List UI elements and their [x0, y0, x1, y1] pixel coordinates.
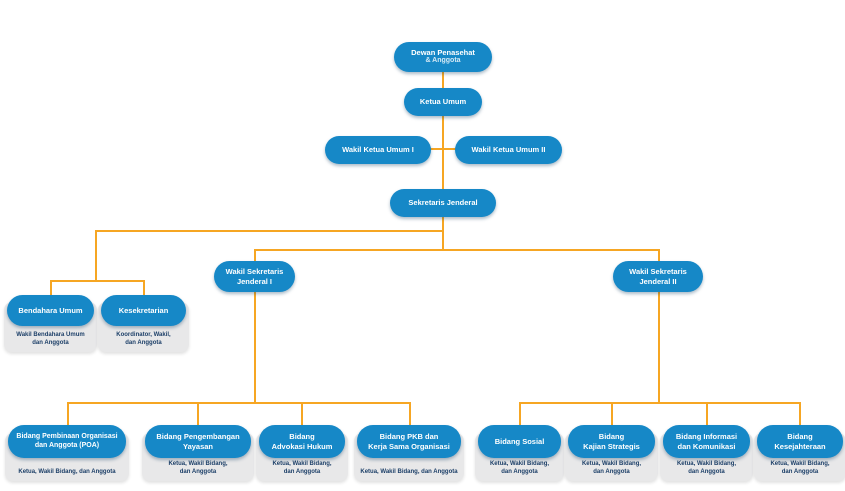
connector-stub-bidang-8 [799, 402, 801, 428]
node-title: Wakil Sekretaris Jenderal II [629, 267, 687, 286]
node-note: Wakil Bendahara Umum dan Anggota [16, 331, 85, 346]
node-note: Ketua, Wakil Bidang, dan Anggota [581, 460, 642, 475]
org-node-bidang-pengembangan-yayasan: Bidang Pengembangan Yayasan [145, 425, 251, 458]
org-node-wakil-sekjen-2: Wakil Sekretaris Jenderal II [613, 261, 703, 292]
node-title: Bidang Pengembangan Yayasan [156, 432, 240, 451]
node-title: Wakil Sekretaris Jenderal I [225, 267, 284, 286]
node-title: Bidang Kesejahteraan [774, 432, 826, 451]
connector-stub-bidang-6 [611, 402, 613, 428]
node-note: Ketua, Wakil Bidang, dan Anggota [272, 460, 332, 475]
org-node-dewan-penasehat: Dewan Penasehat & Anggota [394, 42, 492, 72]
node-note: Koordinator, Wakil, dan Anggota [116, 331, 171, 346]
org-node-sekretaris-jenderal: Sekretaris Jenderal [390, 189, 496, 217]
org-node-kesekretarian: Kesekretarian [101, 295, 186, 326]
node-title: Kesekretarian [118, 305, 169, 315]
node-note: Ketua, Wakil Bidang, dan Anggota [676, 460, 737, 475]
connector-bidang-left-rail [67, 402, 411, 404]
connector-stub-wsj1 [254, 249, 256, 264]
connector-stub-wsj2 [658, 249, 660, 264]
connector-bendahara-rail [50, 280, 145, 282]
org-node-bidang-pkb: Bidang PKB dan Kerja Sama Organisasi [357, 425, 461, 458]
node-title: Sekretaris Jenderal [408, 198, 478, 208]
connector-stub-bidang-4 [409, 402, 411, 428]
node-title: Bidang Sosial [494, 436, 545, 446]
node-title: Wakil Ketua Umum I [342, 145, 414, 155]
node-title: Dewan Penasehat [411, 48, 475, 58]
node-note: Ketua, Wakil Bidang, dan Anggota [770, 460, 830, 475]
org-node-bidang-sosial: Bidang Sosial [478, 425, 561, 458]
connector-left-branch-rail [95, 230, 444, 232]
connector-stub-bidang-7 [706, 402, 708, 428]
connector-stub-bidang-2 [197, 402, 199, 428]
org-node-bendahara-umum: Bendahara Umum [7, 295, 94, 326]
org-node-bidang-advokasi-hukum: Bidang Advokasi Hukum [259, 425, 345, 458]
org-node-wakil-ketua-umum-2: Wakil Ketua Umum II [455, 136, 562, 164]
org-node-ketua-umum: Ketua Umum [404, 88, 482, 116]
connector-wakil-ketua-rail [378, 148, 508, 150]
org-node-wakil-ketua-umum-1: Wakil Ketua Umum I [325, 136, 431, 164]
connector-stub-bendahara [50, 280, 52, 298]
connector-ketua-sekjen [442, 115, 444, 191]
connector-wsj2-down [658, 290, 660, 404]
node-title: Bidang Pembinaan Organisasi dan Anggota … [16, 432, 118, 449]
node-title: Ketua Umum [419, 97, 467, 107]
node-title: Bidang Informasi dan Komunikasi [675, 432, 738, 451]
connector-sekjen-down [442, 216, 444, 251]
node-note: Ketua, Wakil Bidang, dan Anggota [489, 460, 550, 475]
connector-stub-bidang-5 [519, 402, 521, 428]
connector-wsj1-down [254, 290, 256, 404]
node-title: Bidang PKB dan Kerja Sama Organisasi [368, 432, 450, 451]
connector-dewan-ketua [442, 70, 444, 90]
connector-stub-bidang-3 [301, 402, 303, 428]
node-note: Ketua, Wakil Bidang, dan Anggota [360, 468, 458, 475]
connector-wakil-sekjen-rail [254, 249, 660, 251]
node-title: Wakil Ketua Umum II [471, 145, 546, 155]
org-node-bidang-kesejahteraan: Bidang Kesejahteraan [757, 425, 843, 458]
node-note: Ketua, Wakil Bidang, dan Anggota [168, 460, 228, 475]
org-node-bidang-kajian-strategis: Bidang Kajian Strategis [568, 425, 655, 458]
node-subtitle: & Anggota [425, 57, 461, 65]
org-node-wakil-sekjen-1: Wakil Sekretaris Jenderal I [214, 261, 295, 292]
node-title: Bidang Advokasi Hukum [271, 432, 333, 451]
node-title: Bendahara Umum [18, 305, 83, 315]
org-node-bidang-informasi-komunikasi: Bidang Informasi dan Komunikasi [663, 425, 750, 458]
node-note: Ketua, Wakil Bidang, dan Anggota [18, 468, 116, 475]
connector-stub-kesekretarian [143, 280, 145, 298]
node-title: Bidang Kajian Strategis [583, 432, 640, 451]
connector-stub-bidang-1 [67, 402, 69, 428]
org-node-bidang-poa: Bidang Pembinaan Organisasi dan Anggota … [8, 425, 126, 458]
connector-left-branch-drop [95, 230, 97, 282]
connector-bidang-right-rail [519, 402, 801, 404]
